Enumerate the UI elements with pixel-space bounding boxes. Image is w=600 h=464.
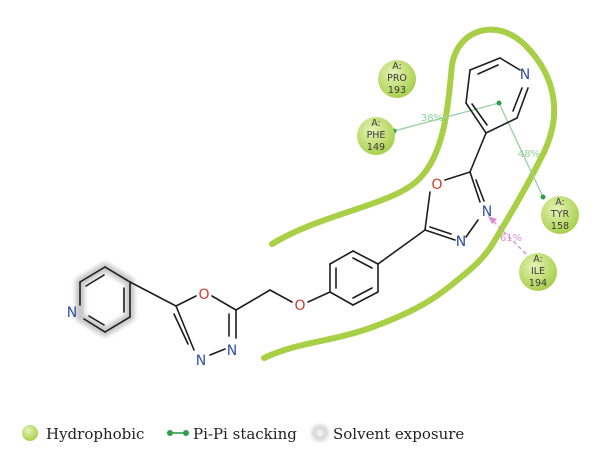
hbond-line-ile194 — [489, 217, 527, 255]
pct-label-phe149: 38% — [421, 113, 443, 124]
residue-ile194-chain: A: — [533, 254, 543, 265]
pi-pi-dot-pyridine — [496, 100, 502, 106]
atom-o-right-oxadiazole: O — [431, 177, 442, 193]
atom-n-left-pyridine: N — [67, 305, 77, 321]
legend-pipi-swatch — [167, 430, 189, 436]
molecule-bonds — [79, 57, 529, 356]
residue-phe149-number: 149 — [367, 142, 385, 153]
atom-n-right-oxadiazole-a: N — [482, 204, 492, 220]
atom-o-ether: O — [294, 298, 305, 314]
pi-pi-dot-tyr158 — [540, 194, 546, 200]
atom-n-left-oxadiazole-a: N — [227, 343, 237, 359]
legend-hydrophobic-label: Hydrophobic — [46, 425, 144, 443]
residue-ile194-name: ILE — [531, 266, 545, 277]
legend-solvent-swatch — [312, 425, 328, 441]
residue-ile194: A: ILE 194 — [519, 253, 557, 291]
residue-phe149-name: PHE — [367, 130, 386, 141]
atom-n-right-pyridine: N — [520, 67, 530, 83]
residue-tyr158-chain: A: — [555, 197, 565, 208]
residue-pro193-number: 193 — [388, 85, 406, 96]
residue-ile194-number: 194 — [529, 278, 547, 289]
legend-hydrophobic-swatch — [22, 425, 38, 441]
residue-pro193: A: PRO 193 — [378, 60, 416, 98]
pi-pi-line-tyr158 — [498, 102, 544, 198]
residue-pro193-chain: A: — [392, 61, 402, 72]
residue-tyr158-number: 158 — [551, 221, 569, 232]
legend-pipi-label: Pi-Pi stacking — [193, 425, 297, 443]
residue-pro193-name: PRO — [387, 73, 407, 84]
legend: Hydrophobic Pi-Pi stacking Solvent expos… — [22, 425, 464, 443]
hbond-arrow-head — [488, 216, 497, 224]
atom-o-left-oxadiazole: O — [198, 287, 209, 303]
hydrophobic-pocket-contour — [261, 26, 558, 361]
atom-n-right-oxadiazole-b: N — [456, 234, 466, 250]
residue-phe149: A: PHE 149 — [357, 117, 395, 155]
pi-pi-line-phe149 — [393, 102, 500, 132]
residue-tyr158: A: TYR 158 — [541, 196, 579, 234]
legend-solvent-label: Solvent exposure — [333, 425, 464, 443]
pct-label-ile194: 61% — [500, 233, 522, 244]
residue-phe149-chain: A: — [371, 118, 381, 129]
atom-n-left-oxadiazole-b: N — [196, 353, 206, 369]
residue-tyr158-name: TYR — [550, 209, 570, 220]
pct-label-tyr158: 48% — [518, 149, 540, 160]
